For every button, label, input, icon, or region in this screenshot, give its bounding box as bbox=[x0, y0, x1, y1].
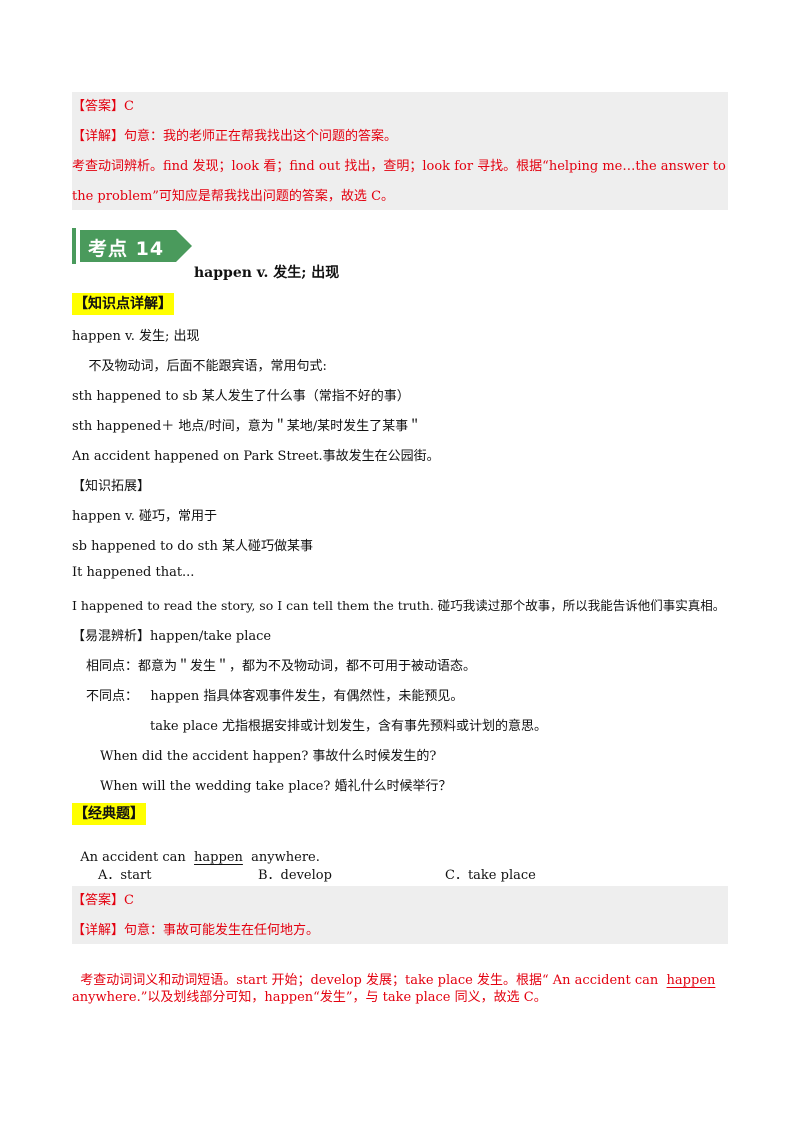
knowledge-line: It happened that... bbox=[72, 565, 195, 580]
detail-text: 【详解】句意：事故可能发生在任何地方。 bbox=[72, 923, 320, 938]
knowledge-line: When did the accident happen? 事故什么时候发生的? bbox=[100, 749, 437, 764]
section-title-knowledge: 【知识点详解】 bbox=[72, 293, 174, 315]
analysis-underlined-word: happen bbox=[666, 973, 716, 988]
knowledge-line: sth happened to sb 某人发生了什么事（常指不好的事） bbox=[72, 389, 410, 404]
knowledge-line: sth happened＋ 地点/时间，意为＂某地/某时发生了某事＂ bbox=[72, 419, 422, 434]
answer-box-1: 【答案】C 【详解】句意：我的老师正在帮我找出这个问题的答案。 考查动词辨析。f… bbox=[72, 92, 728, 210]
knowledge-line: sb happened to do sth 某人碰巧做某事 bbox=[72, 539, 313, 554]
question-underlined-word: happen bbox=[194, 850, 243, 865]
answer-label: 【答案】C bbox=[72, 99, 134, 114]
option-b: B．develop bbox=[258, 868, 332, 883]
analysis-line-1: 考查动词辨析。find 发现；look 看；find out 找出，查明；loo… bbox=[72, 159, 726, 174]
topic-badge: 考点 14 bbox=[72, 228, 194, 264]
topic-badge-shape bbox=[72, 228, 192, 264]
topic-badge-text: 考点 14 bbox=[88, 238, 165, 260]
option-a: A．start bbox=[98, 868, 152, 883]
analysis-line-1: 考查动词词义和动词短语。start 开始；develop 发展；take pla… bbox=[72, 954, 723, 988]
knowledge-line: An accident happened on Park Street.事故发生… bbox=[72, 449, 440, 464]
knowledge-line: 不同点： happen 指具体客观事件发生，有偶然性，未能预见。 bbox=[86, 689, 464, 704]
question-before: An accident can bbox=[80, 850, 195, 865]
knowledge-line: 不及物动词，后面不能跟宾语，常用句式: bbox=[72, 359, 327, 374]
topic-heading: happen v. 发生; 出现 bbox=[194, 265, 340, 281]
analysis-line-2: anywhere.”以及划线部分可知，happen“发生”，与 take pla… bbox=[72, 990, 547, 1005]
detail-text: 【详解】句意：我的老师正在帮我找出这个问题的答案。 bbox=[72, 129, 398, 144]
knowledge-line: happen v. 发生; 出现 bbox=[72, 329, 200, 344]
answer-box-2: 【答案】C 【详解】句意：事故可能发生在任何地方。 bbox=[72, 886, 728, 944]
knowledge-line: take place 尤指根据安排或计划发生，含有事先预料或计划的意思。 bbox=[150, 719, 548, 734]
analysis-line-2: the problem”可知应是帮我找出问题的答案，故选 C。 bbox=[72, 189, 395, 204]
knowledge-subtitle: 【易混辨析】happen/take place bbox=[72, 629, 272, 644]
knowledge-subtitle: 【知识拓展】 bbox=[72, 479, 151, 494]
knowledge-line: happen v. 碰巧，常用于 bbox=[72, 509, 218, 524]
analysis-line-1-text: 考查动词词义和动词短语。start 开始；develop 发展；take pla… bbox=[80, 973, 667, 988]
answer-label: 【答案】C bbox=[72, 893, 134, 908]
question-after: anywhere. bbox=[242, 850, 320, 865]
section-title-classic: 【经典题】 bbox=[72, 803, 146, 825]
question-text: An accident can happen anywhere. bbox=[72, 835, 320, 865]
option-c: C．take place bbox=[445, 868, 536, 883]
knowledge-line: I happened to read the story, so I can t… bbox=[72, 598, 726, 613]
knowledge-line: When will the wedding take place? 婚礼什么时候… bbox=[100, 779, 452, 794]
knowledge-line: 相同点：都意为＂发生＂，都为不及物动词，都不可用于被动语态。 bbox=[86, 659, 477, 674]
